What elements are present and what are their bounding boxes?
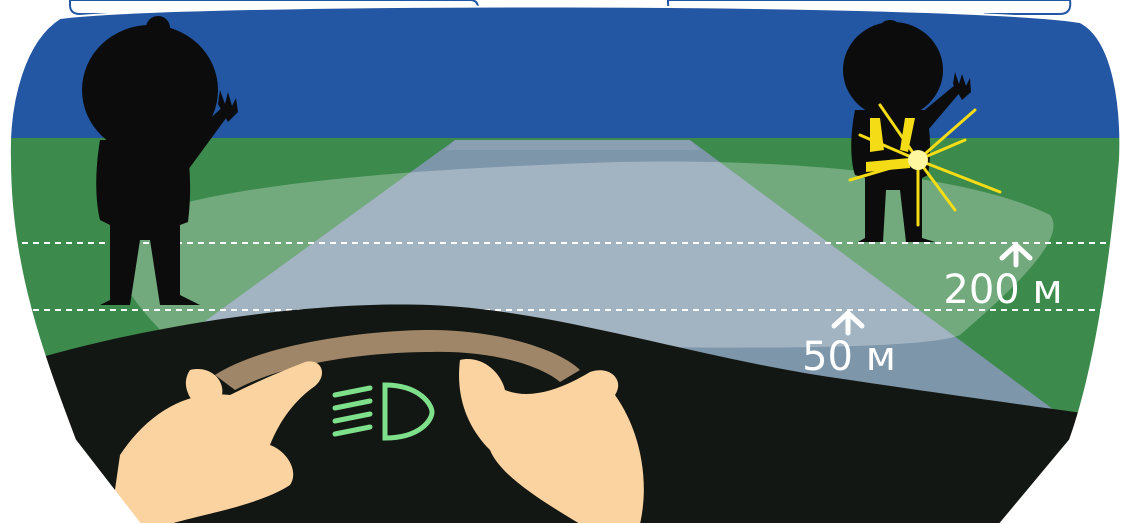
distance-label-far: 200 м bbox=[943, 267, 1062, 313]
distance-label-near: 50 м bbox=[802, 334, 896, 380]
